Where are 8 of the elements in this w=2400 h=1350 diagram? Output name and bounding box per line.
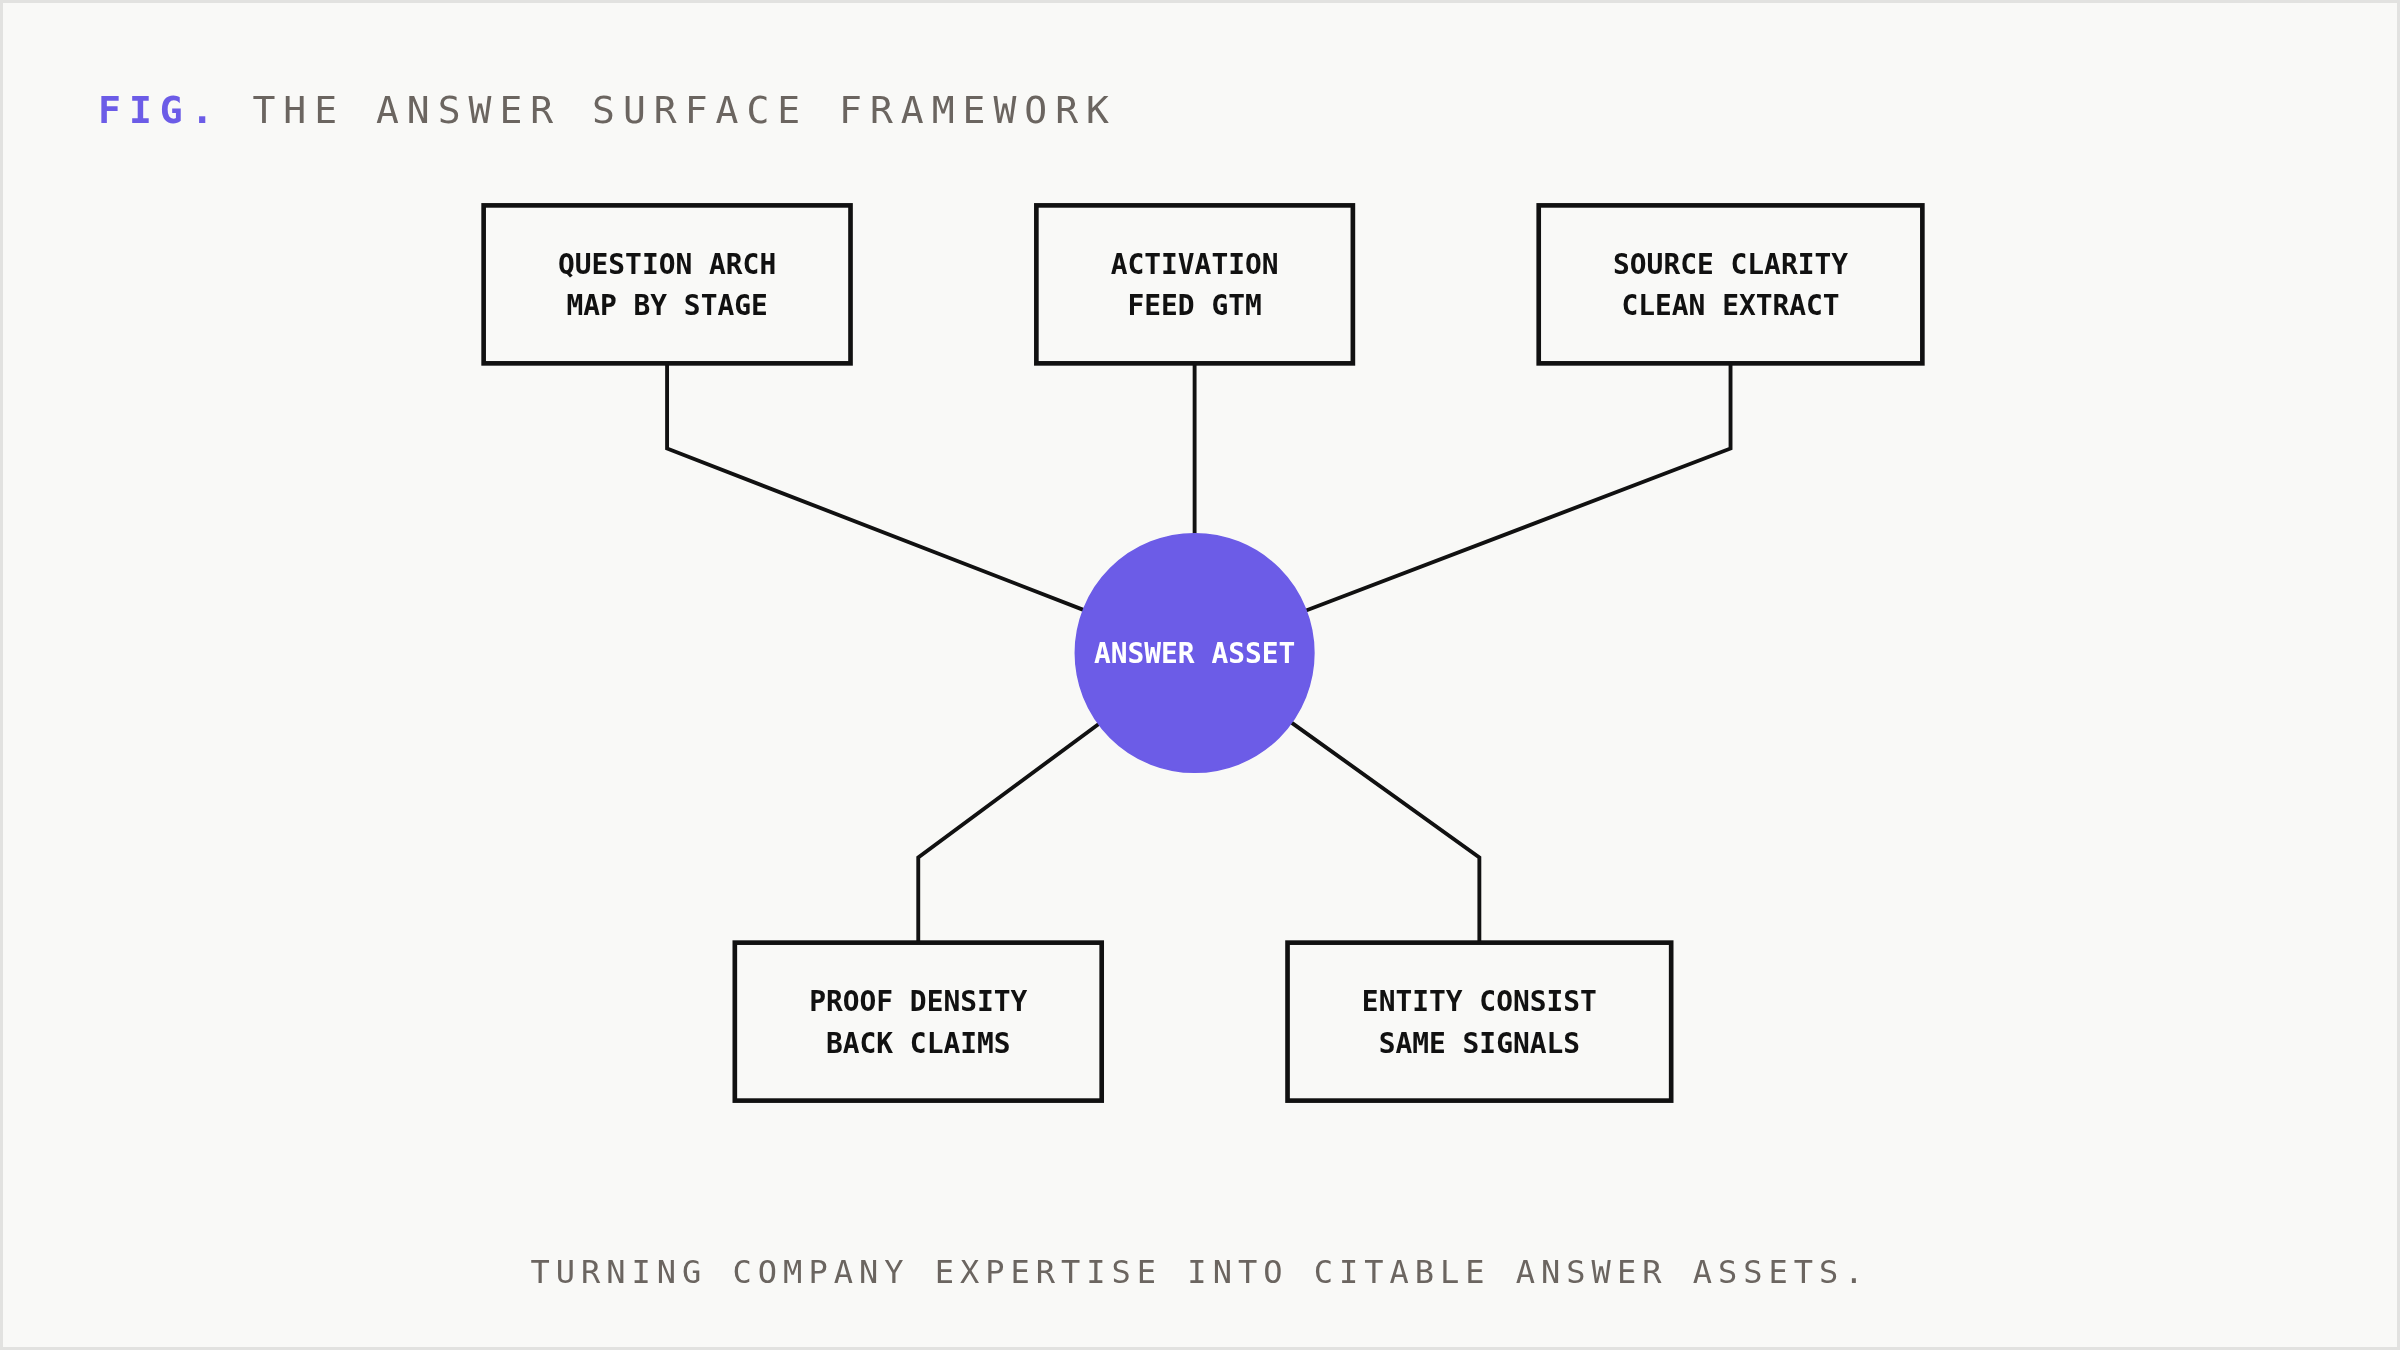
node-box: PROOF DENSITY BACK CLAIMS — [732, 940, 1104, 1103]
node-box: ENTITY CONSIST SAME SIGNALS — [1285, 940, 1674, 1103]
node-box: QUESTION ARCH MAP BY STAGE — [481, 203, 853, 366]
node-box: SOURCE CLARITY CLEAN EXTRACT — [1536, 203, 1925, 366]
figure-caption: TURNING COMPANY EXPERTISE INTO CITABLE ANSWER ASSETS. — [529, 1253, 1871, 1291]
figure-title: FIG. THE ANSWER SURFACE FRAMEWORK — [98, 88, 1117, 132]
node-circle: ANSWER ASSET — [1074, 532, 1315, 774]
node-box: ACTIVATION FEED GTM — [1034, 203, 1356, 366]
